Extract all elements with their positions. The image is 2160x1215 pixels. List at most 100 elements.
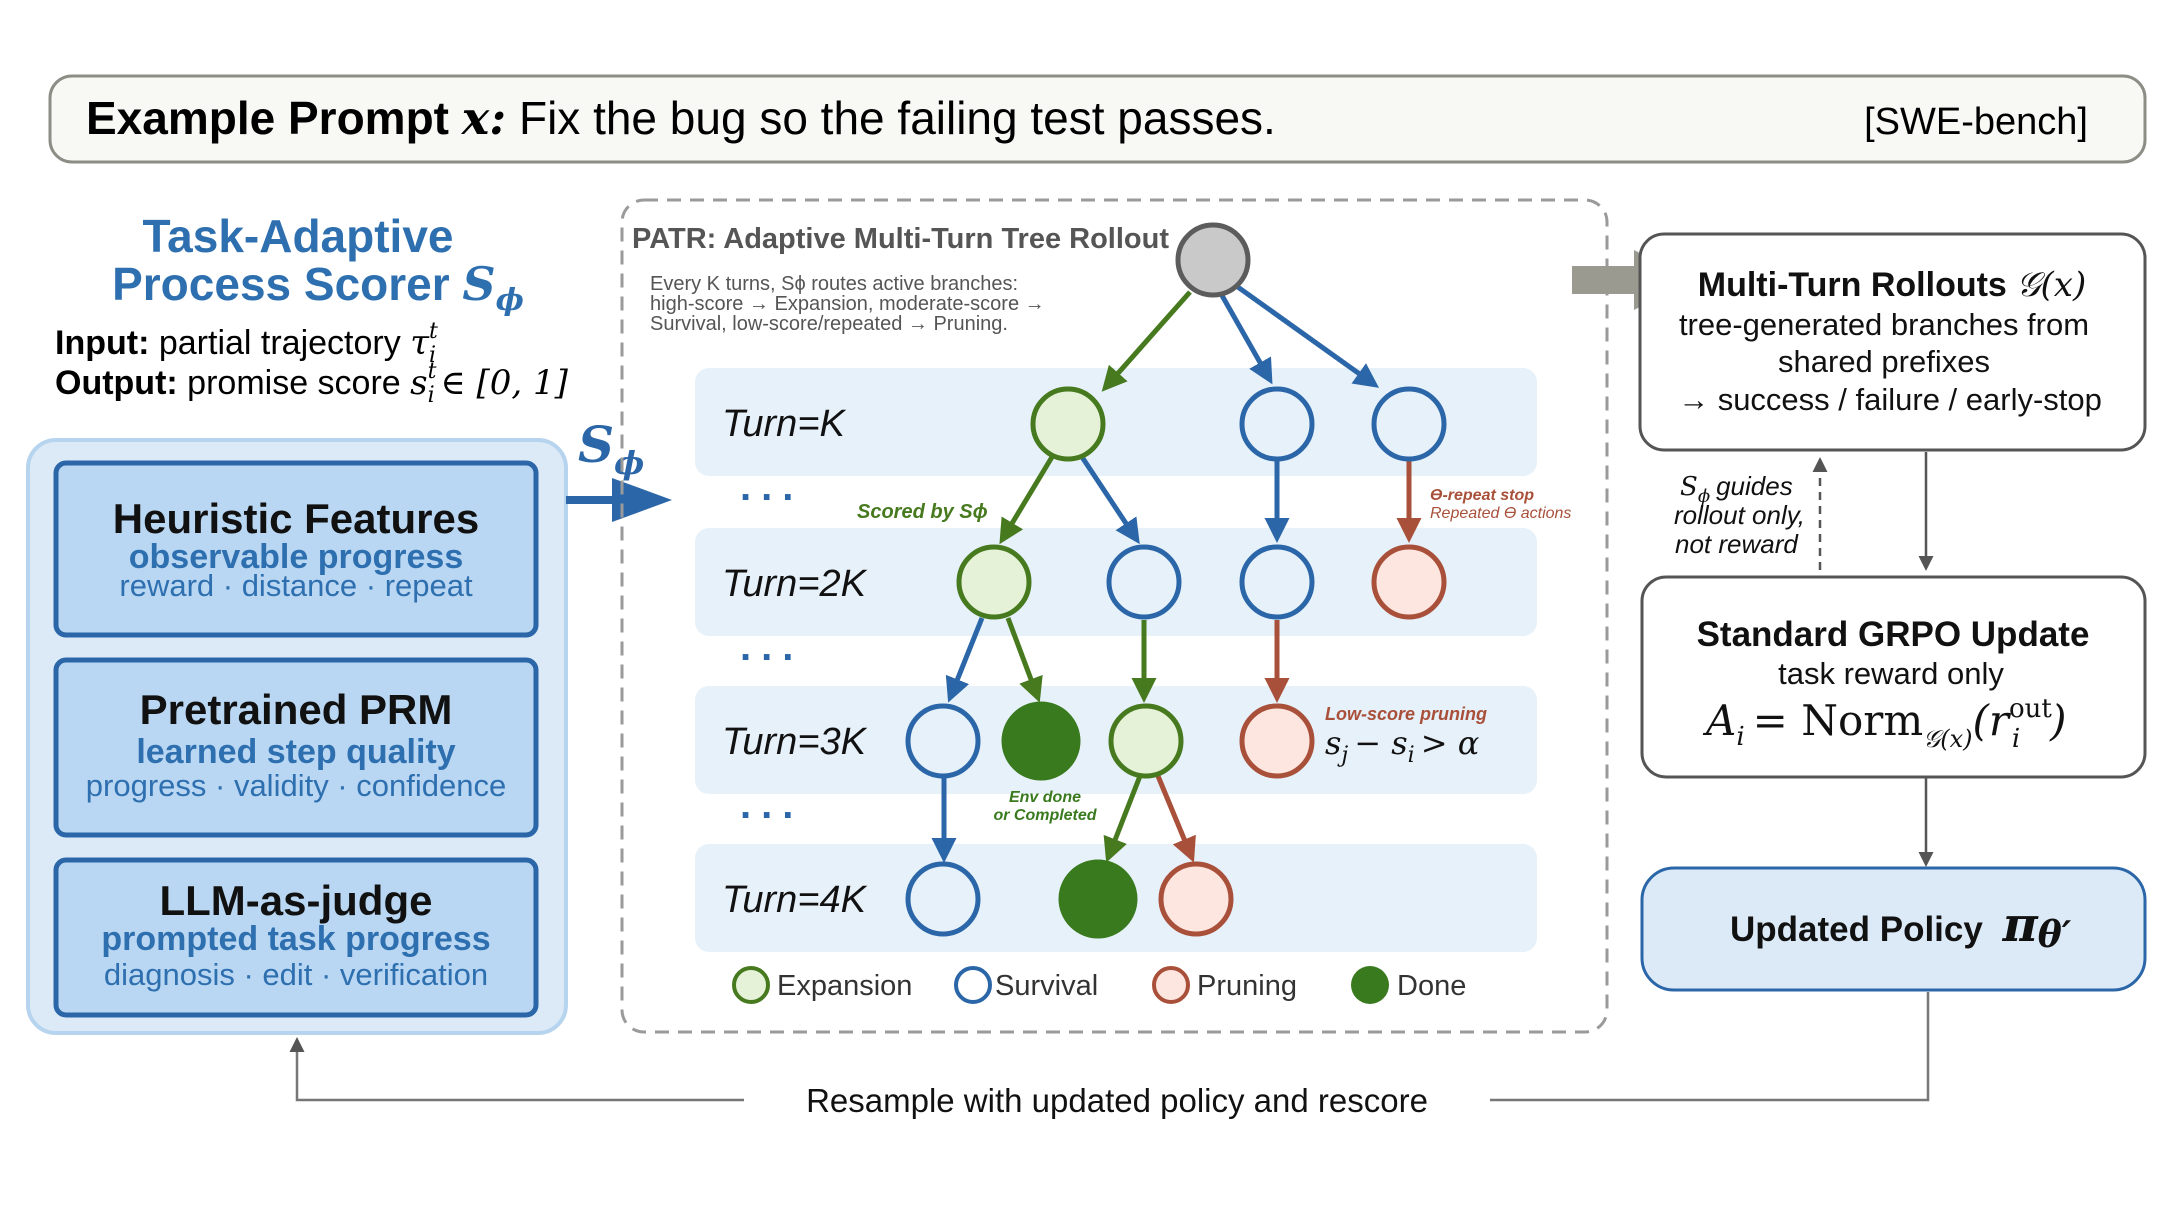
turn-label: Turn=2K bbox=[722, 563, 868, 605]
tree-edge-survival bbox=[945, 617, 985, 703]
tree-legend: Expansion Survival Pruning Done bbox=[732, 966, 1466, 1004]
grpo-subtitle: task reward only bbox=[1778, 656, 2004, 691]
low-score-label: Low-score pruning bbox=[1325, 704, 1487, 724]
scorer-input: Input: partial trajectory τit bbox=[55, 319, 438, 368]
prompt-bar: Example Prompt x: Fix the bug so the fai… bbox=[48, 74, 2147, 164]
guide-note-line3: not reward bbox=[1675, 529, 1799, 559]
guide-note-line2: rollout only, bbox=[1674, 500, 1805, 530]
repeat-stop-label: ϴ-repeat stop bbox=[1430, 487, 1534, 504]
rollouts-line1: tree-generated branches from bbox=[1679, 307, 2089, 342]
feedback-loop: Resample with updated policy and rescore bbox=[289, 992, 1930, 1119]
scorer-box-subtitle: prompted task progress bbox=[101, 920, 490, 958]
legend-survival-icon bbox=[954, 966, 992, 1004]
scorer-title-line1: Task-Adaptive bbox=[142, 210, 453, 262]
tree-desc-line3: Survival, low-score/repeated → Pruning. bbox=[650, 313, 1008, 335]
tree-title: PATR: Adaptive Multi-Turn Tree Rollout bbox=[632, 223, 1169, 255]
loop-label: Resample with updated policy and rescore bbox=[806, 1082, 1428, 1119]
turn-ellipsis: ... bbox=[740, 625, 803, 669]
turn-lane-2k bbox=[695, 528, 1537, 636]
scorer-box-title: Pretrained PRM bbox=[140, 686, 453, 733]
tree-panel: PATR: Adaptive Multi-Turn Tree Rollout E… bbox=[620, 198, 1609, 1034]
tree-edge-survival bbox=[1079, 455, 1140, 545]
updated-policy-label: Updated Policy πθ′ bbox=[1730, 897, 2072, 956]
rollouts-line2: shared prefixes bbox=[1778, 344, 1990, 379]
right-connectors bbox=[1812, 452, 1934, 867]
turn-label: Turn=4K bbox=[722, 879, 868, 921]
tree-node-done bbox=[1058, 859, 1138, 939]
tree-panel-border bbox=[620, 198, 1609, 1034]
legend-pruning-icon bbox=[1152, 966, 1190, 1004]
legend-label: Done bbox=[1397, 970, 1466, 1002]
tree-node-survival bbox=[905, 861, 981, 937]
scorer-to-tree-arrow: Sϕ bbox=[566, 415, 672, 522]
low-score-formula: sj− si> α bbox=[1325, 724, 1479, 768]
prompt-tag: [SWE-bench] bbox=[1864, 101, 2088, 143]
turn-label: Turn=K bbox=[722, 403, 847, 445]
tree-node-pruning bbox=[1158, 861, 1234, 937]
rollouts-box: Multi-Turn Rollouts 𝒢(x) tree-generated … bbox=[1638, 232, 2147, 452]
tree-node-pruning bbox=[1239, 703, 1315, 779]
scorer-box-title: LLM-as-judge bbox=[160, 877, 433, 924]
grpo-box: Standard GRPO Update task reward only Ai… bbox=[1640, 575, 2147, 779]
env-done-label-2: or Completed bbox=[993, 807, 1097, 824]
scorer-box-detail: reward · distance · repeat bbox=[119, 568, 473, 603]
legend-label: Expansion bbox=[777, 970, 912, 1002]
scorer-box-subtitle: learned step quality bbox=[136, 733, 455, 771]
env-done-label: Env done bbox=[1009, 789, 1081, 806]
legend-done-icon bbox=[1351, 966, 1389, 1004]
tree-node-done bbox=[1001, 701, 1081, 781]
tree-node-survival bbox=[1106, 544, 1182, 620]
prompt-var: x: bbox=[461, 91, 506, 145]
scorer-box-subtitle: observable progress bbox=[129, 538, 463, 576]
scorer-title-line2: Process Scorer Sϕ bbox=[112, 257, 524, 318]
legend-label: Pruning bbox=[1197, 970, 1297, 1002]
scorer-box-detail: diagnosis · edit · verification bbox=[104, 957, 488, 992]
repeat-stop-detail: Repeated ϴ actions bbox=[1430, 505, 1571, 522]
legend-expansion-icon bbox=[732, 966, 770, 1004]
tree-edge-done bbox=[1103, 775, 1143, 863]
grpo-title: Standard GRPO Update bbox=[1697, 615, 2090, 654]
scorer-box-heuristic: Heuristic Features observable progress r… bbox=[53, 460, 539, 638]
turn-ellipsis: ... bbox=[740, 783, 803, 827]
rollouts-title: Multi-Turn Rollouts 𝒢(x) bbox=[1698, 265, 2086, 305]
rollouts-line3: → success / failure / early-stop bbox=[1678, 382, 2102, 417]
prompt-label: Example Prompt bbox=[86, 92, 449, 144]
tree-node-survival bbox=[1239, 544, 1315, 620]
scorer-panel: Task-Adaptive Process Scorer Sϕ Input: p… bbox=[26, 210, 672, 1035]
tree-nodes bbox=[905, 222, 1447, 939]
turn-lane-k bbox=[695, 368, 1537, 476]
updated-policy-box: Updated Policy πθ′ bbox=[1640, 866, 2147, 992]
scorer-arrow-label: Sϕ bbox=[578, 415, 644, 482]
tree-edge-expansion bbox=[1101, 290, 1192, 392]
scorer-box-detail: progress · validity · confidence bbox=[86, 768, 506, 803]
tree-node-survival bbox=[1371, 386, 1447, 462]
tree-node-expansion bbox=[956, 544, 1032, 620]
tree-node-expansion bbox=[1030, 386, 1106, 462]
scored-by-label: Scored by Sϕ bbox=[857, 501, 988, 523]
scorer-output: Output: promise score sit∈ [0, 1] bbox=[55, 359, 569, 408]
tree-node-pruning bbox=[1371, 544, 1447, 620]
legend-label: Survival bbox=[995, 970, 1098, 1002]
turn-ellipsis: ... bbox=[740, 465, 803, 509]
tree-edges bbox=[931, 282, 1422, 863]
tree-root-icon bbox=[1175, 222, 1251, 298]
prompt-body: Fix the bug so the failing test passes. bbox=[519, 92, 1276, 144]
tree-desc-line1: Every K turns, Sϕ routes active branches… bbox=[650, 273, 1018, 295]
loop-line-left bbox=[289, 1037, 744, 1102]
scorer-box-llm-judge: LLM-as-judge prompted task progress diag… bbox=[53, 857, 539, 1018]
turn-label: Turn=3K bbox=[722, 721, 868, 763]
tree-edge-survival bbox=[1233, 282, 1380, 388]
tree-edge-survival bbox=[1217, 290, 1273, 385]
prompt-text: Example Prompt x: Fix the bug so the fai… bbox=[86, 91, 1276, 145]
tree-node-survival bbox=[905, 703, 981, 779]
tree-edge-done bbox=[1005, 617, 1043, 703]
tree-edge-expansion bbox=[999, 455, 1055, 545]
right-arrow-icon bbox=[612, 478, 672, 522]
scorer-box-prm: Pretrained PRM learned step quality prog… bbox=[53, 657, 539, 838]
tree-node-expansion bbox=[1108, 703, 1184, 779]
tree-edge-pruning bbox=[1155, 775, 1196, 863]
